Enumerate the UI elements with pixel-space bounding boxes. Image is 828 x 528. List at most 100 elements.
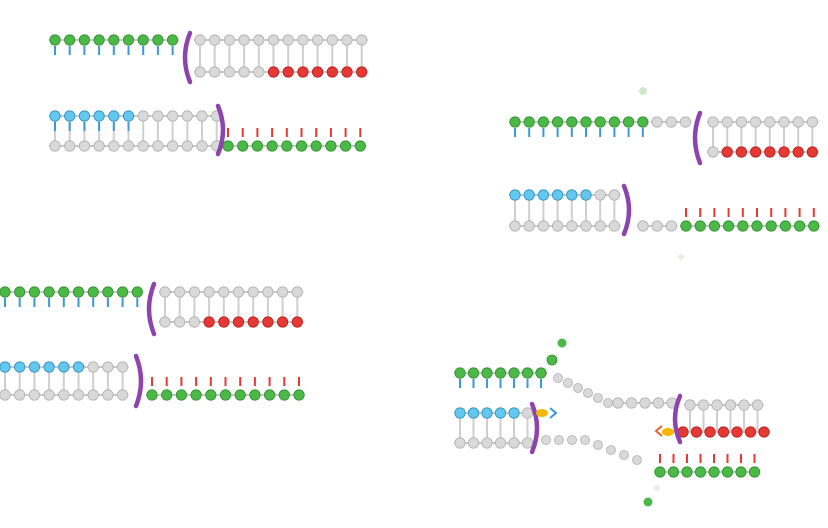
bead-icon xyxy=(103,390,113,400)
bead-icon xyxy=(29,287,39,297)
bracket-icon xyxy=(218,106,223,154)
bead-icon xyxy=(581,190,591,200)
bead-icon xyxy=(103,362,113,372)
bead-icon xyxy=(292,317,302,327)
bead-icon xyxy=(524,117,534,127)
bead-icon xyxy=(189,317,199,327)
bead-icon xyxy=(698,400,708,410)
direction-arrow-icon xyxy=(550,408,556,418)
bead-icon xyxy=(652,117,662,127)
bead-icon xyxy=(195,67,205,77)
bead-icon xyxy=(327,35,337,45)
bead-icon xyxy=(197,141,207,151)
bead-icon xyxy=(538,221,548,231)
bead-icon xyxy=(736,117,746,127)
bead-icon xyxy=(495,438,505,448)
bead-icon xyxy=(736,147,746,157)
bead-icon xyxy=(153,111,163,121)
bead-icon xyxy=(666,117,676,127)
bead-icon xyxy=(123,141,133,151)
bead-icon xyxy=(609,221,619,231)
bead-icon xyxy=(109,141,119,151)
bead-icon xyxy=(29,390,39,400)
bead-icon xyxy=(759,427,769,437)
bead-icon xyxy=(644,498,653,507)
bead-icon xyxy=(219,317,229,327)
bead-icon xyxy=(652,221,662,231)
bead-icon xyxy=(210,67,220,77)
bead-icon xyxy=(263,287,273,297)
bead-icon xyxy=(522,408,532,418)
panel-bottom-right xyxy=(454,339,770,507)
bead-icon xyxy=(195,35,205,45)
bracket-icon xyxy=(675,396,680,442)
bead-icon xyxy=(132,287,142,297)
bead-icon xyxy=(312,67,322,77)
bead-icon xyxy=(326,141,336,151)
bead-icon xyxy=(718,427,728,437)
bead-icon xyxy=(567,190,577,200)
bead-icon xyxy=(167,35,177,45)
bead-icon xyxy=(327,67,337,77)
bead-icon xyxy=(793,117,803,127)
bead-icon xyxy=(162,390,172,400)
bead-icon xyxy=(607,446,616,455)
bead-icon xyxy=(695,221,705,231)
bead-icon xyxy=(50,111,60,121)
bead-icon xyxy=(254,35,264,45)
bead-icon xyxy=(613,398,623,408)
bead-icon xyxy=(88,362,98,372)
bead-icon xyxy=(160,287,170,297)
bead-icon xyxy=(712,400,722,410)
bead-icon xyxy=(510,117,520,127)
bracket-icon xyxy=(695,113,700,163)
bead-icon xyxy=(340,141,350,151)
bead-icon xyxy=(765,117,775,127)
bead-icon xyxy=(175,317,185,327)
bead-icon xyxy=(204,287,214,297)
bead-icon xyxy=(224,35,234,45)
bead-icon xyxy=(680,117,690,127)
bead-icon xyxy=(117,390,127,400)
bracket-icon xyxy=(185,33,190,82)
bead-icon xyxy=(653,398,663,408)
bead-icon xyxy=(279,390,289,400)
bracket-icon xyxy=(624,186,629,234)
bead-icon xyxy=(752,400,762,410)
bead-icon xyxy=(455,438,465,448)
bead-icon xyxy=(695,467,705,477)
bead-icon xyxy=(640,398,650,408)
bead-icon xyxy=(709,467,719,477)
bead-icon xyxy=(292,287,302,297)
bead-icon xyxy=(558,339,567,348)
bead-icon xyxy=(73,390,83,400)
bead-icon xyxy=(109,35,119,45)
bead-icon xyxy=(654,485,660,491)
bead-icon xyxy=(555,436,564,445)
bead-icon xyxy=(609,190,619,200)
bead-icon xyxy=(552,190,562,200)
bead-icon xyxy=(248,317,258,327)
bead-icon xyxy=(44,287,54,297)
bead-icon xyxy=(584,389,593,398)
bead-icon xyxy=(298,35,308,45)
bead-icon xyxy=(468,438,478,448)
bead-icon xyxy=(722,147,732,157)
bead-icon xyxy=(239,67,249,77)
bead-icon xyxy=(264,390,274,400)
bead-icon xyxy=(355,141,365,151)
enzyme-icon xyxy=(662,428,674,436)
bead-icon xyxy=(633,456,642,465)
bead-icon xyxy=(752,221,762,231)
bead-icon xyxy=(681,221,691,231)
bead-icon xyxy=(685,400,695,410)
panel-top-left xyxy=(49,33,368,154)
bead-icon xyxy=(210,35,220,45)
bead-icon xyxy=(153,35,163,45)
bead-icon xyxy=(0,287,10,297)
bead-icon xyxy=(623,117,633,127)
bead-icon xyxy=(294,390,304,400)
bead-icon xyxy=(138,141,148,151)
bead-icon xyxy=(739,400,749,410)
bead-icon xyxy=(191,390,201,400)
